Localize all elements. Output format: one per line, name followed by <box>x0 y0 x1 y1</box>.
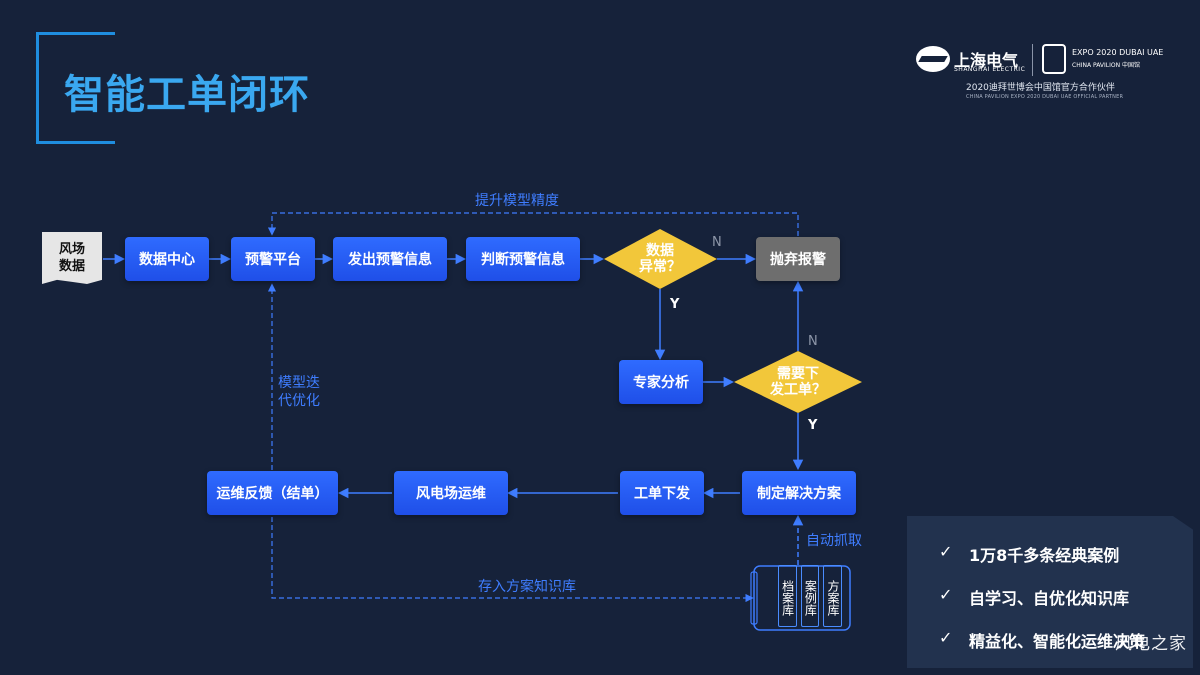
expo-line2: CHINA PAVILION 中国馆 <box>1072 62 1141 69</box>
issue-order-box: 工单下发 <box>620 471 704 515</box>
knowledge-libraries: 档案库 案例库 方案库 <box>778 565 843 627</box>
brand-name-cn: 上海电气 <box>954 51 1019 70</box>
features-panel: ✓ 1万8千多条经典案例 ✓ 自学习、自优化知识库 ✓ 精益化、智能化运维决策 <box>907 516 1193 668</box>
model-iteration-line1: 模型迭 <box>278 375 320 391</box>
checkmark-icon: ✓ <box>939 628 953 647</box>
wind-farm-data-source: 风场 数据 <box>42 232 102 284</box>
decision-diamond-data-abnormal <box>604 229 717 289</box>
store-knowledge-label: 存入方案知识库 <box>478 579 576 595</box>
feature-text: 自学习、自优化知识库 <box>969 589 1130 608</box>
decision2-yes-label: Y <box>808 418 818 433</box>
model-iteration-label: 模型迭 代优化 <box>278 374 320 410</box>
source-line2: 数据 <box>58 259 85 274</box>
decision1-no-label: N <box>712 235 722 250</box>
partner-logo: 上海电气 SHANGHAI ELECTRIC EXPO 2020 DUBAI U… <box>914 42 1174 122</box>
feature-text: 1万8千多条经典案例 <box>969 546 1120 565</box>
discard-alarm-box: 抛弃报警 <box>756 237 840 281</box>
archive-library: 档案库 <box>778 565 797 627</box>
decision2-line2: 发工单？ <box>770 382 826 398</box>
partner-caption-en: CHINA PAVILION EXPO 2020 DUBAI UAE OFFIC… <box>966 94 1124 100</box>
loop-store-knowledge <box>271 517 754 603</box>
ops-feedback-box: 运维反馈（结单） <box>207 471 338 515</box>
knowledge-library-handle <box>750 571 758 625</box>
auto-fetch-label: 自动抓取 <box>806 533 862 549</box>
decision1-yes-label: Y <box>670 297 680 312</box>
source-line1: 风场 <box>58 242 85 257</box>
decision1-label: 数据 异常？ <box>630 243 690 275</box>
loop-improve-accuracy <box>267 212 799 236</box>
brand-name-en: SHANGHAI ELECTRIC <box>954 66 1026 73</box>
model-iteration-line2: 代优化 <box>278 393 320 409</box>
make-plan-box: 制定解决方案 <box>742 471 856 515</box>
expert-analysis-box: 专家分析 <box>619 360 703 404</box>
case-library: 案例库 <box>800 565 820 627</box>
watermark: 风电之家 <box>1115 634 1187 654</box>
farm-ops-box: 风电场运维 <box>394 471 508 515</box>
decision2-no-label: N <box>808 334 818 349</box>
feature-text: 精益化、智能化运维决策 <box>969 632 1146 651</box>
decision-diamond-issue-order <box>734 351 862 413</box>
judge-warning-box: 判断预警信息 <box>466 237 580 281</box>
improve-accuracy-label: 提升模型精度 <box>475 193 559 209</box>
send-warning-box: 发出预警信息 <box>333 237 447 281</box>
data-center-box: 数据中心 <box>125 237 209 281</box>
warning-platform-box: 预警平台 <box>231 237 315 281</box>
decision1-line1: 数据 <box>646 243 674 259</box>
page-title: 智能工单闭环 <box>64 72 310 118</box>
checkmark-icon: ✓ <box>939 585 953 604</box>
knowledge-library-frame <box>753 565 851 631</box>
logo-divider <box>1032 44 1033 76</box>
checkmark-icon: ✓ <box>939 542 953 561</box>
decision1-line2: 异常？ <box>639 259 681 275</box>
expo-pavilion-icon <box>1042 44 1066 74</box>
decision2-label: 需要下 发工单？ <box>758 366 838 398</box>
plan-library: 方案库 <box>823 565 843 627</box>
title-bracket-decoration <box>36 32 115 144</box>
decision2-line1: 需要下 <box>777 366 819 382</box>
partner-caption-cn: 2020迪拜世博会中国馆官方合作伙伴 <box>966 83 1115 93</box>
shanghai-electric-logo-icon <box>916 46 950 72</box>
expo-line1: EXPO 2020 DUBAI UAE <box>1072 48 1164 57</box>
